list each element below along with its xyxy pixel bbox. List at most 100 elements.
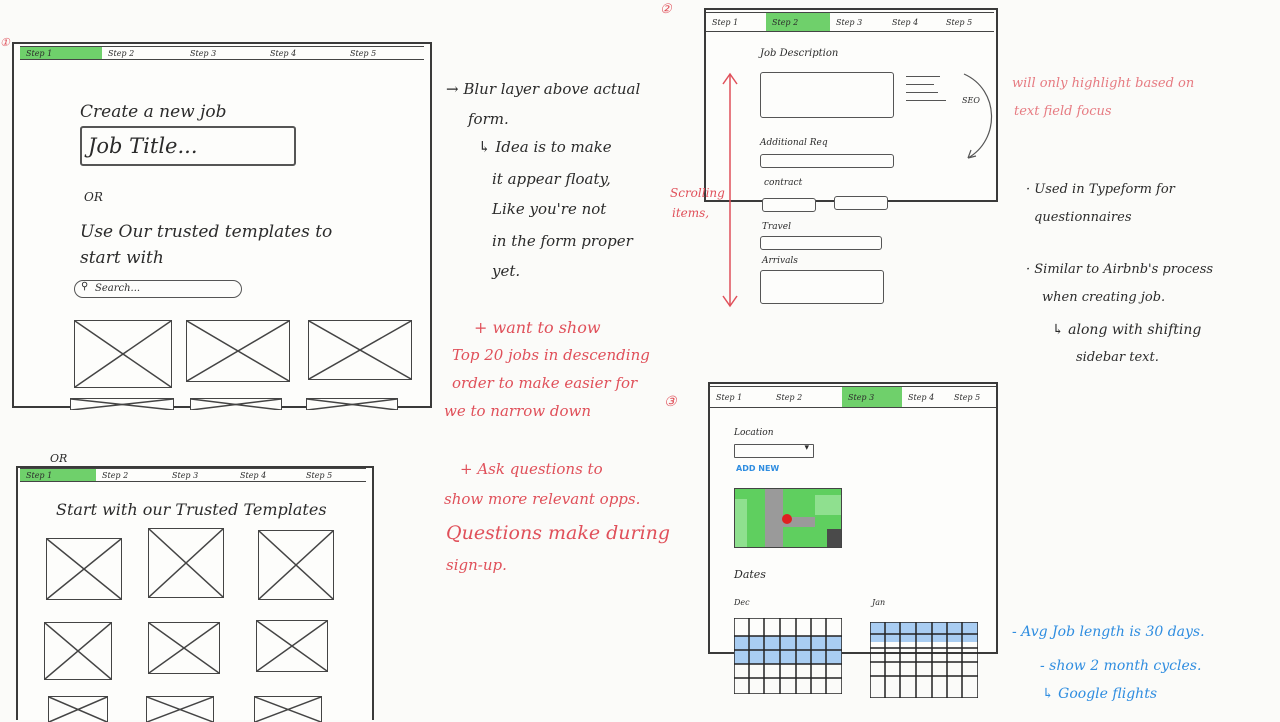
template-card[interactable] (148, 622, 220, 674)
note-idea-2: it appear floaty, (492, 170, 611, 188)
stepper: Step 1 Step 2 Step 3 Step 4 Step 5 (706, 12, 996, 32)
sketch-number-3: ③ (664, 394, 677, 410)
calendar-jan[interactable] (870, 622, 978, 698)
or-label-2: OR (50, 452, 68, 465)
step-3[interactable]: Step 3 (842, 386, 902, 408)
dates-label: Dates (734, 568, 766, 581)
contract-input-1[interactable] (762, 198, 816, 212)
char-hint: SEO (962, 96, 980, 105)
template-card[interactable] (256, 620, 328, 672)
stepper: Step 1 Step 2 Step 3 Step 4 Step 5 (710, 386, 996, 408)
note-top20-4: we to narrow down (444, 402, 592, 420)
note-blur-2: form. (468, 110, 509, 128)
step-2[interactable]: Step 2 (96, 468, 166, 482)
step-1[interactable]: Step 1 (710, 386, 770, 408)
travel-input[interactable] (760, 236, 882, 250)
step-3[interactable]: Step 3 (184, 46, 264, 60)
note-ask-3: Questions make during (446, 522, 671, 544)
note-scrolling-1: Scrolling (670, 186, 725, 200)
step-2[interactable]: Step 2 (766, 12, 830, 32)
template-card[interactable] (48, 696, 108, 722)
additional-req-label: Additional Req (760, 138, 828, 148)
template-card[interactable] (74, 320, 172, 388)
curved-arrow-icon (963, 73, 993, 159)
sketch-number-1: ① (0, 36, 10, 49)
step-5[interactable]: Step 5 (940, 12, 994, 32)
template-card[interactable] (306, 398, 398, 410)
search-icon: ⚲ (81, 281, 89, 292)
note-idea-5: yet. (492, 262, 521, 280)
template-card[interactable] (186, 320, 290, 382)
templates-line-2: start with (80, 248, 164, 268)
step-2[interactable]: Step 2 (102, 46, 184, 60)
stepper: Step 1 Step 2 Step 3 Step 4 Step 5 (20, 46, 424, 60)
note-airbnb-2: when creating job. (1042, 290, 1166, 305)
template-card[interactable] (308, 320, 412, 380)
contract-label: contract (764, 178, 803, 188)
template-card[interactable] (46, 538, 122, 600)
template-card[interactable] (44, 622, 112, 680)
job-title-input[interactable]: Job Title... (80, 126, 296, 166)
step-5[interactable]: Step 5 (344, 46, 424, 60)
step-4[interactable]: Step 4 (902, 386, 948, 408)
stepper: Step 1 Step 2 Step 3 Step 4 Step 5 (20, 468, 366, 482)
step-5[interactable]: Step 5 (300, 468, 366, 482)
contract-input-2[interactable] (834, 196, 888, 210)
note-top20-2: Top 20 jobs in descending (452, 346, 650, 364)
template-card[interactable] (258, 530, 334, 600)
note-top20-3: order to make easier for (452, 374, 638, 392)
trusted-templates-heading: Start with our Trusted Templates (56, 500, 327, 519)
step-4[interactable]: Step 4 (886, 12, 940, 32)
template-card[interactable] (254, 696, 322, 722)
wireframe-job-details: Step 1 Step 2 Step 3 Step 4 Step 5 Job D… (704, 8, 998, 202)
location-select[interactable]: ▾ (734, 443, 814, 458)
job-description-label: Job Description (760, 48, 839, 59)
sidebar-text-lines (906, 74, 946, 104)
chevron-down-icon: ▾ (804, 443, 809, 453)
note-idea-1: ↳ Idea is to make (478, 138, 612, 156)
create-job-heading: Create a new job (80, 102, 227, 122)
note-blur-1: → Blur layer above actual (446, 80, 641, 98)
template-card[interactable] (190, 398, 282, 410)
wireframe-location-dates: Step 1 Step 2 Step 3 Step 4 Step 5 Locat… (708, 382, 998, 654)
note-avg-3: ↳ Google flights (1042, 686, 1158, 702)
step-3[interactable]: Step 3 (166, 468, 234, 482)
step-1[interactable]: Step 1 (20, 46, 102, 60)
month-label-dec: Dec (734, 598, 750, 607)
template-card[interactable] (146, 696, 214, 722)
note-avg-2: - show 2 month cycles. (1040, 658, 1202, 674)
template-search-input[interactable]: ⚲ Search... (74, 280, 242, 298)
sketch-number-2: ② (660, 2, 672, 17)
step-1[interactable]: Step 1 (20, 468, 96, 482)
template-card[interactable] (148, 528, 224, 598)
note-highlight-1: will only highlight based on (1012, 76, 1195, 91)
step-4[interactable]: Step 4 (264, 46, 344, 60)
job-title-placeholder: Job Title... (88, 134, 198, 158)
note-scrolling-2: items, (672, 206, 710, 220)
scroll-arrow-icon (722, 72, 738, 308)
step-2[interactable]: Step 2 (770, 386, 842, 408)
template-card[interactable] (70, 398, 174, 410)
additional-req-input[interactable] (760, 154, 894, 168)
note-ask-4: sign-up. (446, 556, 507, 574)
or-label: OR (84, 190, 103, 204)
note-typeform-1: · Used in Typeform for (1026, 182, 1175, 197)
step-5[interactable]: Step 5 (948, 386, 996, 408)
location-label: Location (734, 428, 774, 438)
location-map[interactable] (734, 488, 842, 548)
note-top20-1: + want to show (474, 318, 601, 337)
calendar-dec[interactable] (734, 618, 842, 694)
search-placeholder: Search... (95, 283, 141, 294)
add-new-link[interactable]: ADD NEW (736, 464, 780, 473)
wireframe-create-job: Step 1 Step 2 Step 3 Step 4 Step 5 Creat… (12, 42, 432, 410)
step-3[interactable]: Step 3 (830, 12, 886, 32)
note-ask-1: + Ask questions to (460, 460, 603, 478)
step-4[interactable]: Step 4 (234, 468, 300, 482)
step-1[interactable]: Step 1 (706, 12, 766, 32)
arrivals-input[interactable] (760, 270, 884, 304)
note-airbnb-3: ↳ along with shifting (1052, 322, 1202, 338)
note-idea-3: Like you're not (492, 200, 607, 218)
month-label-jan: Jan (872, 598, 886, 607)
job-description-textarea[interactable] (760, 72, 894, 118)
wireframe-trusted-templates: Step 1 Step 2 Step 3 Step 4 Step 5 Start… (16, 466, 374, 722)
